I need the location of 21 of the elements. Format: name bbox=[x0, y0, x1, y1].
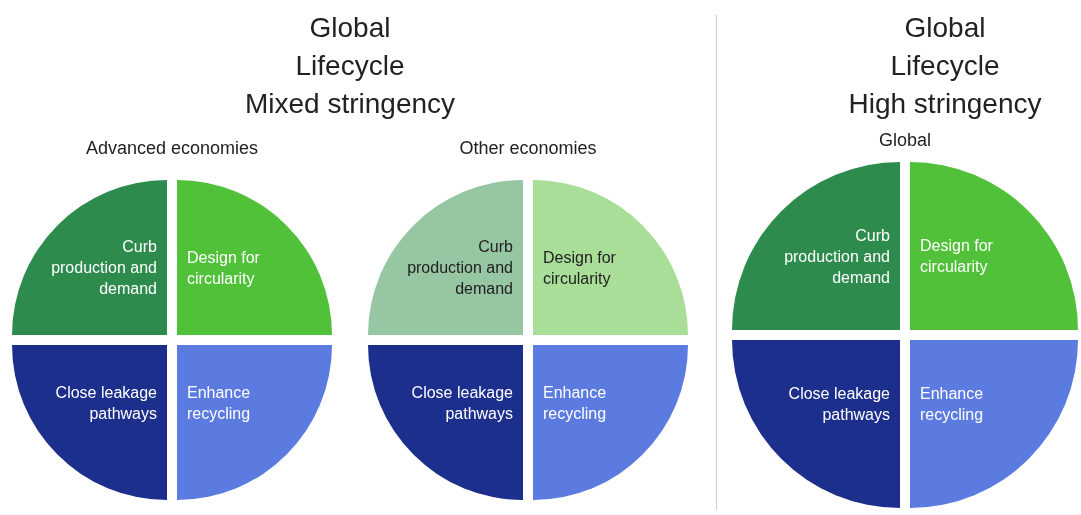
segment-label: Curb production and demand bbox=[783, 225, 890, 288]
scenario-heading: Global bbox=[903, 12, 987, 44]
segment-label: Curb production and demand bbox=[50, 237, 157, 299]
segment-label: Close leakage pathways bbox=[54, 382, 157, 424]
scenario-heading: High stringency bbox=[847, 88, 1043, 120]
segment-label: Close leakage pathways bbox=[787, 384, 890, 425]
segment-label: Enhance recycling bbox=[543, 382, 608, 424]
group-heading: Advanced economies bbox=[84, 138, 260, 159]
scenario-heading: Global bbox=[308, 12, 392, 44]
scenario-heading: Lifecycle bbox=[889, 50, 1001, 82]
group-heading: Other economies bbox=[458, 138, 598, 159]
segment-label: Design for circularity bbox=[187, 247, 261, 289]
segment-label: Close leakage pathways bbox=[410, 382, 513, 424]
segment-label: Enhance recycling bbox=[920, 384, 985, 425]
group-heading: Global bbox=[878, 130, 932, 151]
segment-label: Enhance recycling bbox=[187, 382, 252, 424]
segment-label: Design for circularity bbox=[920, 236, 994, 277]
segment-label: Design for circularity bbox=[543, 247, 617, 289]
scenario-heading: Lifecycle bbox=[294, 50, 406, 82]
segment-label: Curb production and demand bbox=[406, 237, 513, 299]
scenario-heading: Mixed stringency bbox=[243, 88, 457, 120]
